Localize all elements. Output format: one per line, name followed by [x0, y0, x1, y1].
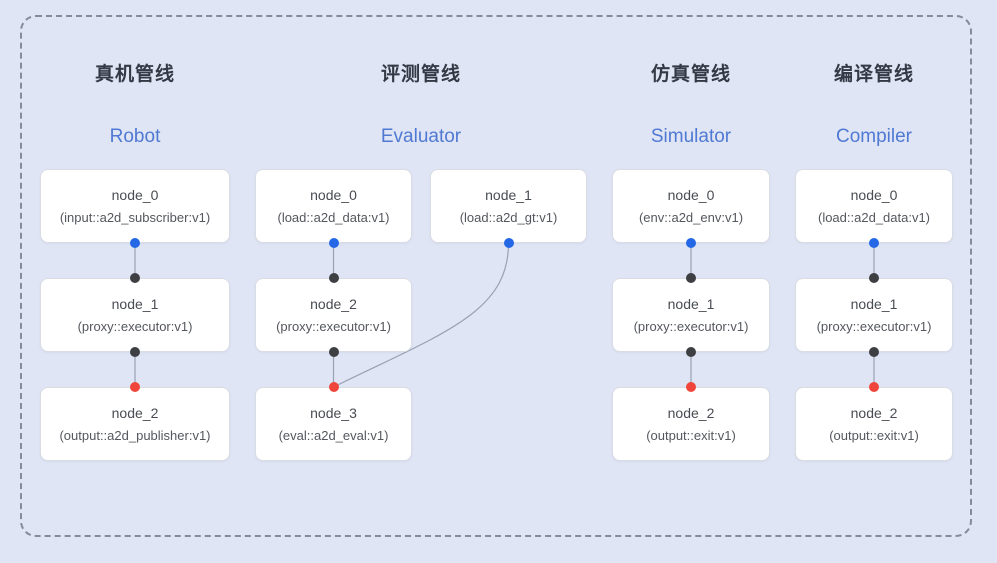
node-card-simulator-1: node_1 (proxy::executor:v1)	[612, 278, 770, 352]
node-detail: (output::exit:v1)	[646, 428, 736, 443]
node-name: node_2	[850, 405, 898, 421]
node-name: node_0	[667, 187, 715, 203]
node-detail: (eval::a2d_eval:v1)	[278, 428, 389, 443]
node-detail: (input::a2d_subscriber:v1)	[59, 210, 211, 225]
node-name: node_1	[485, 187, 532, 203]
node-name: node_3	[310, 405, 357, 421]
node-detail: (proxy::executor:v1)	[816, 319, 932, 334]
node-card-evaluator-0: node_0 (load::a2d_data:v1)	[255, 169, 412, 243]
node-name: node_1	[667, 296, 715, 312]
node-card-compiler-0: node_0 (load::a2d_data:v1)	[795, 169, 953, 243]
output-port-dot	[869, 238, 879, 248]
output-port-dot-dark	[869, 347, 879, 357]
node-detail: (load::a2d_gt:v1)	[459, 210, 558, 225]
input-port-dot	[686, 273, 696, 283]
node-detail: (proxy::executor:v1)	[633, 319, 749, 334]
output-port-dot-dark	[130, 347, 140, 357]
terminal-port-dot	[869, 382, 879, 392]
node-detail: (load::a2d_data:v1)	[277, 210, 390, 225]
output-port-dot	[130, 238, 140, 248]
node-name: node_2	[667, 405, 715, 421]
pipeline-title-zh-evaluator: 评测管线	[380, 64, 461, 85]
terminal-port-dot	[130, 382, 140, 392]
node-detail: (proxy::executor:v1)	[276, 319, 391, 334]
node-name: node_0	[310, 187, 357, 203]
output-port-dot	[686, 238, 696, 248]
node-card-robot-2: node_2 (output::a2d_publisher:v1)	[40, 387, 230, 461]
node-card-evaluator-1: node_1 (load::a2d_gt:v1)	[430, 169, 587, 243]
node-card-evaluator-3: node_3 (eval::a2d_eval:v1)	[255, 387, 412, 461]
node-card-simulator-2: node_2 (output::exit:v1)	[612, 387, 770, 461]
node-detail: (output::exit:v1)	[829, 428, 919, 443]
terminal-port-dot	[328, 382, 339, 392]
input-port-dot	[869, 273, 879, 283]
node-card-robot-1: node_1 (proxy::executor:v1)	[40, 278, 230, 352]
node-card-simulator-0: node_0 (env::a2d_env:v1)	[612, 169, 770, 243]
node-name: node_2	[310, 296, 357, 312]
input-port-dot	[328, 273, 339, 283]
output-port-dot-dark	[328, 347, 339, 357]
output-port-dot	[328, 238, 339, 248]
node-name: node_1	[850, 296, 898, 312]
pipeline-title-zh-robot: 真机管线	[94, 64, 175, 85]
node-name: node_0	[111, 187, 159, 203]
pipeline-title-en-compiler: Compiler	[835, 126, 913, 147]
output-port-dot-dark	[686, 347, 696, 357]
node-card-compiler-2: node_2 (output::exit:v1)	[795, 387, 953, 461]
node-card-robot-0: node_0 (input::a2d_subscriber:v1)	[40, 169, 230, 243]
node-detail: (env::a2d_env:v1)	[638, 210, 744, 225]
node-name: node_0	[850, 187, 898, 203]
node-card-evaluator-2: node_2 (proxy::executor:v1)	[255, 278, 412, 352]
pipeline-title-en-simulator: Simulator	[650, 126, 732, 147]
node-card-compiler-1: node_1 (proxy::executor:v1)	[795, 278, 953, 352]
edge-curve-gt-to-eval	[333, 242, 510, 388]
node-name: node_1	[111, 296, 159, 312]
pipeline-title-en-robot: Robot	[109, 126, 161, 147]
node-detail: (output::a2d_publisher:v1)	[59, 428, 211, 443]
pipeline-title-en-evaluator: Evaluator	[380, 126, 462, 147]
dashed-frame	[20, 15, 972, 537]
node-name: node_2	[111, 405, 159, 421]
terminal-port-dot	[686, 382, 696, 392]
node-detail: (proxy::executor:v1)	[77, 319, 193, 334]
output-port-dot	[503, 238, 514, 248]
node-detail: (load::a2d_data:v1)	[817, 210, 931, 225]
pipeline-title-zh-simulator: 仿真管线	[650, 64, 731, 85]
input-port-dot	[130, 273, 140, 283]
pipeline-title-zh-compiler: 编译管线	[833, 64, 914, 85]
